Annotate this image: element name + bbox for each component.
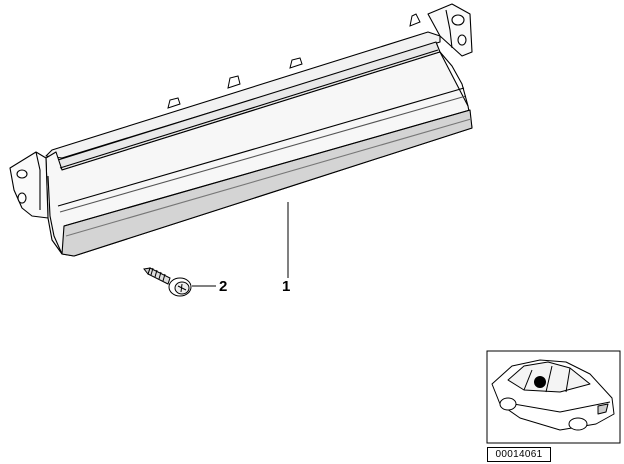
car-silhouette-icon [491,359,615,431]
housing-left-end [47,175,63,255]
housing-crease-2 [59,95,467,213]
screw-slot [177,283,187,293]
left-bracket-hole-2 [17,192,27,204]
housing-clips [167,13,421,109]
callout-label-1: 1 [282,278,291,295]
right-bracket-hole-1 [451,14,465,26]
housing-crease-4 [65,118,472,237]
housing-right-end [439,51,469,107]
screw-part [143,267,192,297]
housing-part [45,31,473,257]
housing-crease-3 [63,109,471,227]
clip-1 [167,97,181,109]
right-mounting-bracket [427,3,473,57]
left-mounting-bracket [9,151,49,219]
right-bracket-hole-2 [457,34,467,46]
housing-top-edge [59,49,439,169]
screw-shank [147,267,171,285]
screw-tip [143,267,151,276]
car-locator-inset [486,350,621,444]
clip-4 [409,13,421,27]
diagram-reference-number: 00014061 [487,447,551,462]
left-bracket-hole-1 [16,169,28,179]
clip-3 [289,57,303,69]
housing-crease-1 [57,87,465,207]
clip-2 [227,75,241,89]
location-marker-dot [534,376,546,388]
callout-label-2: 2 [219,278,228,295]
